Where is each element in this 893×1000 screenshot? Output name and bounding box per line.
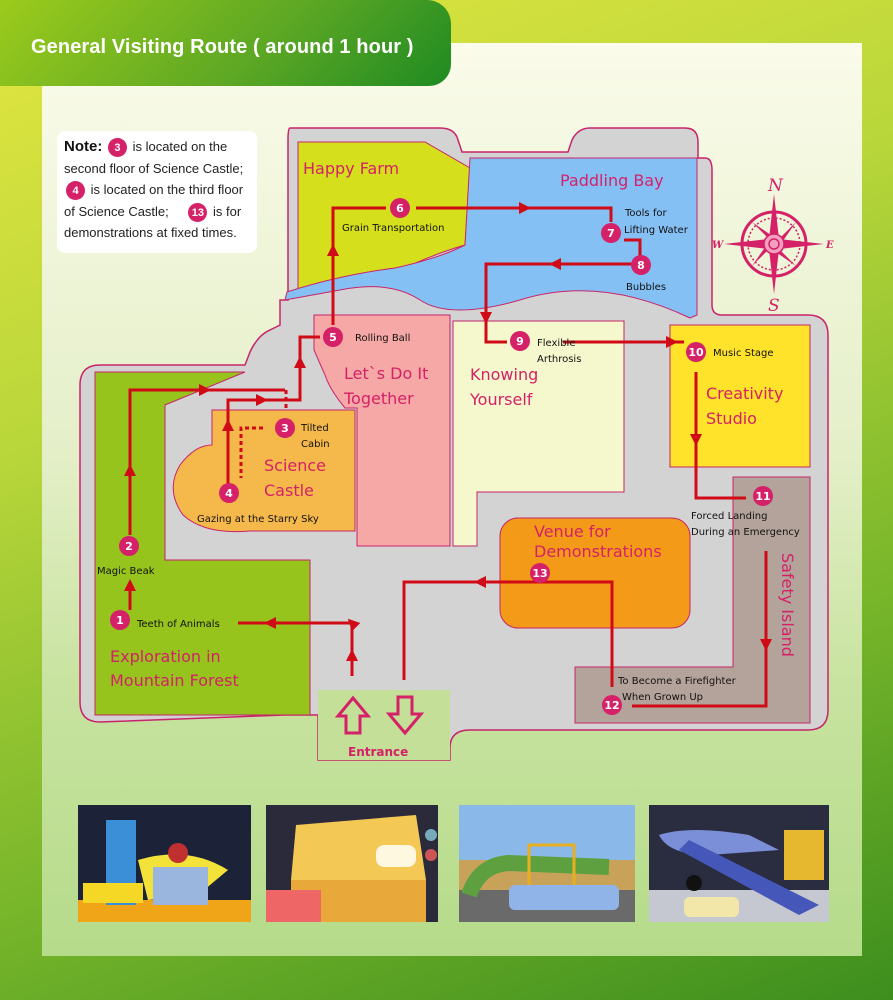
stop-label-12a: To Become a Firefighter [617, 676, 737, 687]
stop-label-11b: During an Emergency [691, 527, 800, 538]
stop-7[interactable]: 7 [601, 223, 621, 243]
zone-label-creativity-2: Studio [706, 409, 757, 428]
svg-text:11: 11 [755, 490, 770, 503]
zone-label-safety: Safety Island [778, 553, 797, 657]
svg-text:7: 7 [607, 227, 615, 240]
zone-lets-do-it [313, 314, 451, 547]
zone-knowing-yourself [452, 320, 625, 547]
note-badge-3: 3 [107, 138, 127, 158]
upper-floor-route [239, 390, 288, 478]
stop-13[interactable]: 13 [530, 563, 550, 583]
stop-1[interactable]: 1 [110, 610, 130, 630]
svg-text:3: 3 [281, 422, 289, 435]
zone-label-venue-2: Demonstrations [534, 542, 662, 561]
zone-label-lets-do-it-2: Together [343, 389, 414, 408]
entrance-in-arrow-icon[interactable] [334, 695, 372, 735]
zone-label-creativity-1: Creativity [706, 384, 783, 403]
stop-label-7a: Tools for [624, 208, 667, 219]
title-banner: General Visiting Route ( around 1 hour ) [0, 0, 451, 86]
stop-label-3a: Tilted [300, 423, 329, 434]
zone-venue-demonstrations [499, 517, 691, 629]
stop-label-12b: When Grown Up [622, 692, 703, 703]
route-stops: 1 2 3 4 5 6 7 8 9 10 11 12 13 [110, 198, 773, 715]
svg-text:4: 4 [225, 487, 233, 500]
note-badge-4: 4 [66, 181, 85, 201]
svg-text:8: 8 [637, 259, 645, 272]
stop-8[interactable]: 8 [631, 255, 651, 275]
svg-text:6: 6 [396, 202, 404, 215]
stop-label-2: Magic Beak [97, 566, 155, 577]
stop-12[interactable]: 12 [602, 695, 622, 715]
stop-9[interactable]: 9 [510, 331, 530, 351]
stop-label-8: Bubbles [626, 282, 666, 293]
entrance-label: Entrance [348, 745, 408, 759]
note-text: is located on the [132, 139, 228, 154]
stop-label-10: Music Stage [713, 348, 774, 359]
stop-3[interactable]: 3 [275, 418, 295, 438]
svg-text:2: 2 [125, 540, 133, 553]
svg-text:9: 9 [516, 335, 524, 348]
stop-5[interactable]: 5 [323, 327, 343, 347]
visiting-route [124, 202, 772, 708]
compass-rose-icon: N S E W [712, 176, 834, 316]
note-text: demonstrations at fixed times. [64, 225, 237, 240]
svg-text:E: E [825, 240, 834, 251]
svg-text:5: 5 [329, 331, 337, 344]
zone-label-knowing-2: Yourself [469, 390, 533, 409]
note-text: is located on the third floor [90, 182, 244, 197]
zone-label-science-1: Science [264, 456, 326, 475]
stop-label-5: Rolling Ball [355, 333, 410, 344]
zone-label-science-2: Castle [264, 481, 314, 500]
stop-label-6: Grain Transportation [342, 223, 445, 234]
zone-science-castle [172, 409, 356, 533]
note-text: second floor of Science Castle; [64, 160, 244, 176]
stop-label-9a: Flexible [537, 338, 575, 349]
stop-label-4: Gazing at the Starry Sky [197, 514, 319, 525]
svg-text:12: 12 [604, 699, 619, 712]
photo-3 [459, 805, 635, 922]
zone-safety-island [574, 476, 811, 724]
note-text: is for [213, 203, 242, 219]
photo-4 [649, 805, 829, 922]
stop-label-11a: Forced Landing [691, 511, 767, 522]
zone-label-exploration-2: Mountain Forest [110, 671, 239, 690]
stop-10[interactable]: 10 [686, 342, 706, 362]
zone-label-happy-farm: Happy Farm [303, 159, 399, 178]
stop-label-9b: Arthrosis [537, 354, 581, 365]
entrance-area [318, 690, 450, 760]
note-badge-13: 13 [188, 202, 208, 222]
stop-label-3b: Cabin [301, 439, 330, 450]
stop-11[interactable]: 11 [753, 486, 773, 506]
zone-paddling-bay [284, 157, 698, 319]
zone-label-lets-do-it-1: Let`s Do It [344, 364, 428, 383]
photo-1 [78, 805, 251, 922]
stop-label-1: Teeth of Animals [136, 619, 220, 630]
zone-exploration-forest [94, 371, 311, 716]
stop-4[interactable]: 4 [219, 483, 239, 503]
svg-text:13: 13 [532, 567, 547, 580]
svg-text:W: W [712, 240, 725, 251]
zone-label-knowing-1: Knowing [470, 365, 538, 384]
svg-text:10: 10 [688, 346, 704, 359]
zone-label-exploration-1: Exploration in [110, 647, 221, 666]
zone-label-paddling-bay: Paddling Bay [560, 171, 664, 190]
svg-text:S: S [768, 296, 780, 316]
stop-label-7b: Lifting Water [624, 225, 689, 236]
stop-6[interactable]: 6 [390, 198, 410, 218]
zone-creativity-studio [669, 324, 811, 468]
photo-2 [266, 805, 438, 922]
entrance-out-arrow-icon[interactable] [385, 695, 425, 736]
svg-text:N: N [767, 176, 784, 196]
svg-text:1: 1 [116, 614, 124, 627]
page-title: General Visiting Route ( around 1 hour ) [31, 36, 414, 58]
note-label: Note: [64, 138, 103, 155]
zone-label-venue-1: Venue for [534, 522, 611, 541]
stop-2[interactable]: 2 [119, 536, 139, 556]
note-box: Note: 3 is located on the second floor o… [57, 131, 257, 253]
note-text: of Science Castle; [64, 203, 169, 219]
